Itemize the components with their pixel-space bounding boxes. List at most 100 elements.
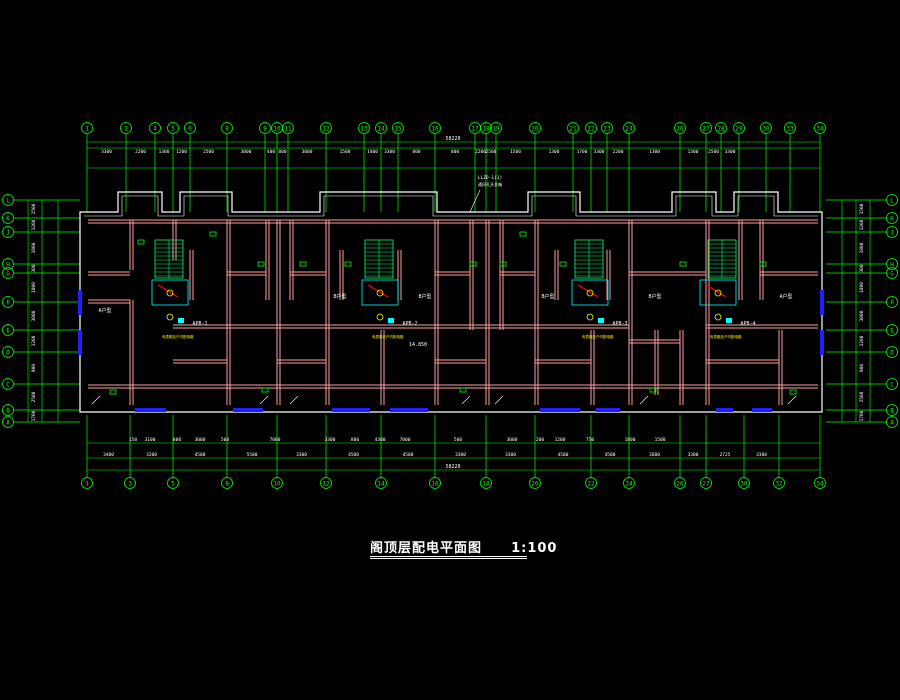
dim-total-bottom: 58220	[445, 464, 460, 470]
dim-top: 2500	[486, 149, 497, 155]
grid-label-bottom: 5	[171, 481, 175, 488]
dim-right: 1500	[859, 203, 865, 214]
grid-label-top: 33	[786, 126, 794, 133]
fixture-box	[759, 261, 767, 267]
dim-top: 3000	[302, 149, 313, 155]
dim-right: 1700	[859, 410, 865, 421]
unit-label: B户型	[333, 293, 346, 300]
grid-bubble-right	[886, 212, 898, 224]
dim-top: 1300	[688, 149, 699, 155]
grid-bubble-right	[886, 404, 898, 416]
grid-label-left: A	[6, 420, 10, 427]
dim-right: 1800	[859, 282, 865, 293]
fixture-box	[299, 261, 307, 267]
grid-bubble-top	[760, 122, 772, 134]
grid-label-top: 26	[676, 126, 684, 133]
dim-top: 800	[451, 149, 459, 155]
grid-bubble-right	[886, 194, 898, 206]
grid-label-top: 20	[531, 126, 539, 133]
grid-bubble-bottom	[81, 477, 93, 489]
grid-bubble-bottom	[585, 477, 597, 489]
grid-label-top: 16	[431, 126, 439, 133]
dim-left: 2500	[31, 391, 37, 402]
dim-bottom-row2: 3300	[688, 452, 699, 458]
drawing-title: 阁顶层配电平面图 1:100	[370, 537, 557, 556]
grid-bubble-top	[715, 122, 727, 134]
fixture-box	[257, 261, 265, 267]
dim-top: 1400	[367, 149, 378, 155]
dim-bottom-row1: 500	[221, 437, 229, 443]
grid-bubble-left	[2, 378, 14, 390]
junction-circle	[376, 289, 384, 297]
junction-circle	[376, 313, 384, 321]
dim-bottom-row2: 3300	[756, 452, 767, 458]
staircase	[574, 239, 604, 279]
grid-label-bottom: 16	[431, 481, 439, 488]
grid-bubble-bottom	[221, 477, 233, 489]
grid-label-top: 11	[284, 126, 292, 133]
dim-top: 1300	[159, 149, 170, 155]
grid-label-bottom: 12	[322, 481, 330, 488]
dim-top: 2200	[613, 149, 624, 155]
dim-top: 2500	[203, 149, 214, 155]
grid-bubble-top	[480, 122, 492, 134]
panel-label: APB-2	[402, 321, 417, 327]
wiring-mark	[461, 395, 471, 405]
junction-circle	[166, 289, 174, 297]
dim-right: 900	[859, 364, 865, 372]
dim-bottom-row2: 5500	[247, 452, 258, 458]
dim-top: 1300	[549, 149, 560, 155]
grid-bubble-top	[567, 122, 579, 134]
grid-bubble-right	[886, 346, 898, 358]
wiring-mark	[91, 395, 101, 405]
dim-right: 1200	[859, 219, 865, 230]
grid-bubble-top	[221, 122, 233, 134]
callout-sub: 通风孔开关箱	[478, 181, 502, 187]
fixture-box	[789, 389, 797, 395]
dim-top: 3300	[725, 149, 736, 155]
dim-left: 900	[31, 364, 37, 372]
grid-label-left: H	[6, 262, 10, 269]
dim-bottom-row1: 3100	[145, 437, 156, 443]
junction-circle	[586, 313, 594, 321]
grid-bubble-bottom	[773, 477, 785, 489]
dim-left: 1800	[31, 242, 37, 253]
dim-left: 1800	[31, 282, 37, 293]
junction-circle	[586, 289, 594, 297]
dim-bottom-row2: 3200	[146, 452, 157, 458]
distribution-box	[388, 318, 394, 323]
grid-bubble-top	[167, 122, 179, 134]
grid-bubble-bottom	[271, 477, 283, 489]
grid-bubble-bottom	[124, 477, 136, 489]
grid-bubble-top	[259, 122, 271, 134]
grid-label-top: 29	[735, 126, 743, 133]
dim-left: 1500	[31, 203, 37, 214]
dim-bottom-row1: 7000	[400, 437, 411, 443]
grid-bubble-top	[429, 122, 441, 134]
grid-bubble-top	[149, 122, 161, 134]
grid-label-bottom: 32	[775, 481, 783, 488]
panel-room	[699, 279, 737, 306]
grid-bubble-right	[886, 267, 898, 279]
electrical-detail-layer: APB-1电表箱至户内配电箱APB-2电表箱至户内配电箱APB-3电表箱至户内配…	[91, 231, 797, 405]
grid-label-top: 24	[625, 126, 633, 133]
unit-label: B户型	[418, 293, 431, 300]
junction-circle	[166, 313, 174, 321]
grid-label-bottom: 20	[531, 481, 539, 488]
wiring-mark	[639, 395, 649, 405]
dim-top: 1500	[340, 149, 351, 155]
grid-bubble-bottom	[623, 477, 635, 489]
grid-label-left: C	[6, 382, 10, 389]
grid-label-top: 19	[492, 126, 500, 133]
title-underline	[370, 556, 527, 557]
grid-bubble-right	[886, 296, 898, 308]
fixture-box	[679, 261, 687, 267]
dim-bottom-row2: 4500	[558, 452, 569, 458]
grid-bubble-right	[886, 258, 898, 270]
fixture-box	[344, 261, 352, 267]
grid-label-top: 17	[471, 126, 479, 133]
fixture-box	[469, 261, 477, 267]
dim-top: 3000	[241, 149, 252, 155]
dim-top: 400	[267, 149, 275, 155]
